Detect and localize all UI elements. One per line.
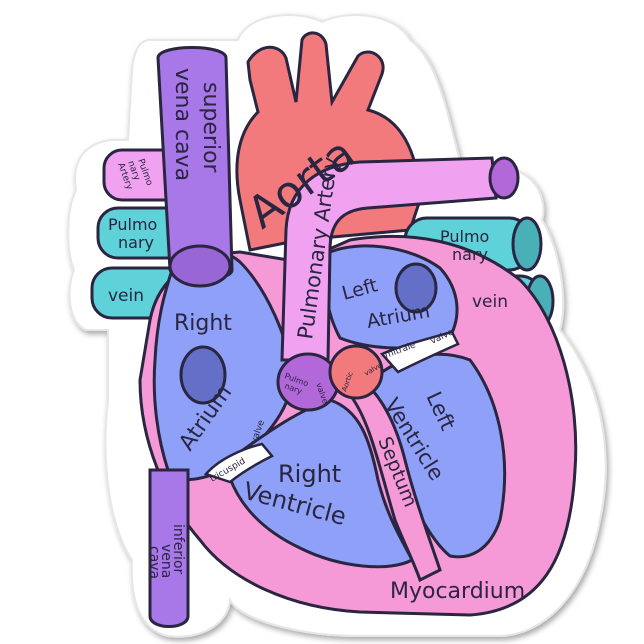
pulmonary-vein-left-label-2: nary <box>118 233 154 252</box>
vein-right-label: vein <box>472 292 508 312</box>
left-atrium-opening <box>394 262 438 314</box>
mitral-valve-shape <box>379 330 460 374</box>
myocardium-label: Myocardium <box>390 579 525 604</box>
inferior-vena-cava-shape <box>148 468 190 628</box>
aortic-valve-ring <box>328 344 384 400</box>
right-atrium-label-1: Right <box>174 311 232 336</box>
pulmonary-vein-right-label-2: nary <box>452 245 488 264</box>
vein-left-label: vein <box>108 286 144 306</box>
right-ventricle-label-1: Right <box>278 460 341 488</box>
superior-vena-cava-label-1: superior <box>198 82 223 174</box>
inferior-vena-cava-label-2: vena <box>158 544 174 578</box>
septum-shape <box>348 377 442 583</box>
right-atrium-opening <box>179 345 227 405</box>
pulmonary-vein-left-label-1: Pulmo <box>108 215 157 234</box>
superior-vena-cava-label-2: vena cava <box>170 68 195 181</box>
superior-vena-cava-opening <box>168 244 232 288</box>
pulmonary-artery-shape <box>280 156 498 362</box>
tricuspid-valve-shape <box>203 442 274 484</box>
pulmonary-artery-end <box>488 156 520 200</box>
inferior-vena-cava-label-3: cava <box>146 546 162 579</box>
inferior-vena-cava-label-1: inferior <box>170 524 186 575</box>
pulmonary-vein-right-label-1: Pulmo <box>440 227 489 246</box>
